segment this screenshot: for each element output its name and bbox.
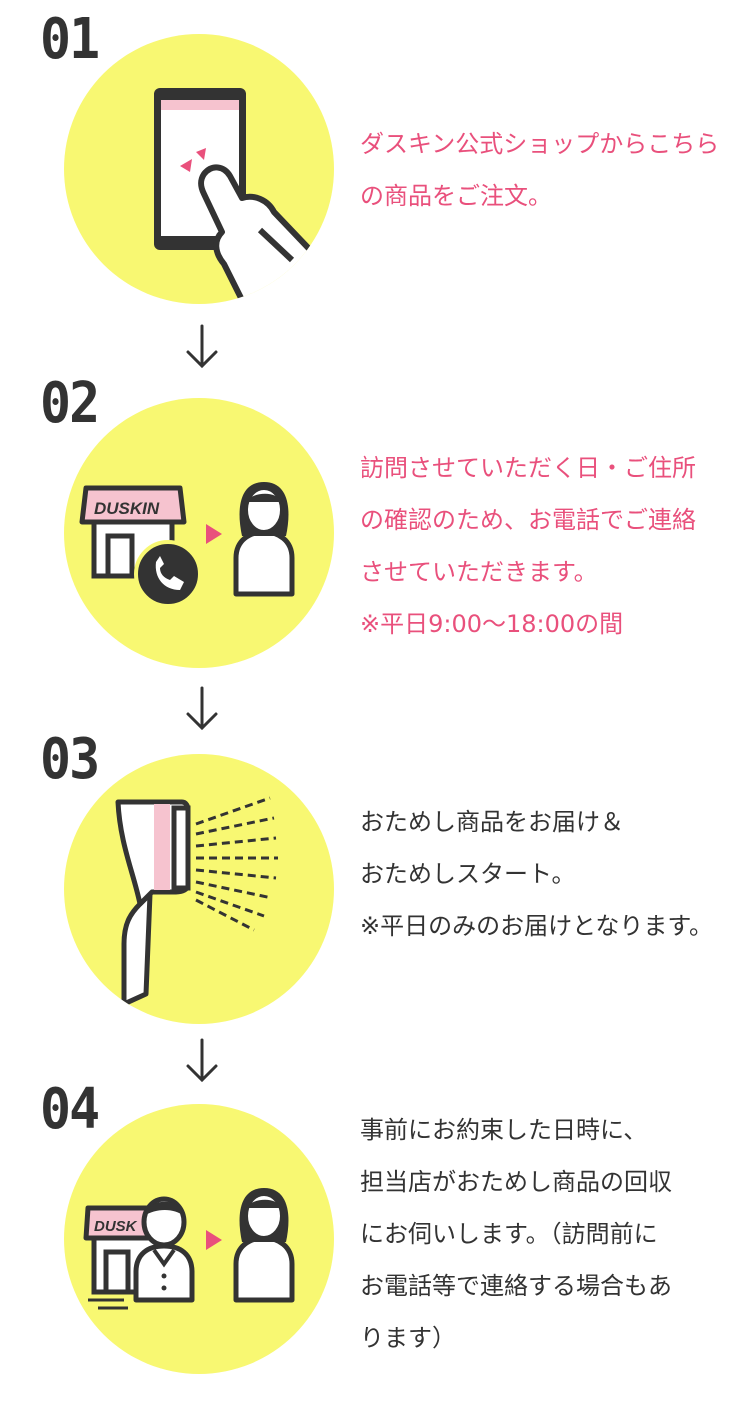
play-arrow-icon (206, 1230, 222, 1250)
step-description: 訪問させていただく日・ご住所 の確認のため、お電話でご連絡 させていただきます。… (360, 454, 696, 638)
step-description: ダスキン公式ショップからこちら の商品をご注文。 (360, 130, 720, 210)
shower-head-icon (115, 796, 278, 1007)
arrow-down-icon (186, 1038, 218, 1083)
person-icon (233, 482, 295, 597)
store-icon: DUSKIN (79, 485, 187, 579)
store-sign: DUSKIN (94, 499, 160, 518)
staff-person-icon (133, 1196, 195, 1303)
play-arrow-icon (206, 524, 222, 544)
arrow-down-icon (186, 686, 218, 731)
step-illustration-circle (64, 34, 334, 304)
step-illustration-circle: DUSK (64, 1104, 334, 1374)
step-description: おためし商品をお届け＆ おためしスタート。 ※平日のみのお届けとなります。 (360, 808, 713, 940)
step-03: 03 おためし商品をお届け＆ おためしスタート。 ※平日のみのお届けとなります。 (0, 728, 750, 1028)
step-01: 01 ダスキン公式ショップからこちら の商品をご注文。 (0, 0, 750, 330)
smartphone-tap-icon (154, 88, 317, 304)
step-illustration-circle (64, 754, 334, 1024)
step-description: 事前にお約束した日時に、 担当店がおためし商品の回収 にお伺いします。（訪問前に… (360, 1116, 672, 1352)
step-02: 02 DUSKIN 訪問させてい (0, 370, 750, 680)
step-number: 02 (40, 371, 100, 436)
person-icon (233, 1188, 295, 1303)
arrow-down-icon (186, 324, 218, 369)
phone-icon (134, 540, 202, 608)
store-sign: DUSK (94, 1218, 138, 1235)
step-number: 01 (40, 7, 100, 72)
step-number: 04 (40, 1077, 100, 1142)
step-number: 03 (40, 727, 100, 792)
step-04: 04 DUSK (0, 1078, 750, 1404)
step-illustration-circle: DUSKIN (64, 398, 334, 668)
